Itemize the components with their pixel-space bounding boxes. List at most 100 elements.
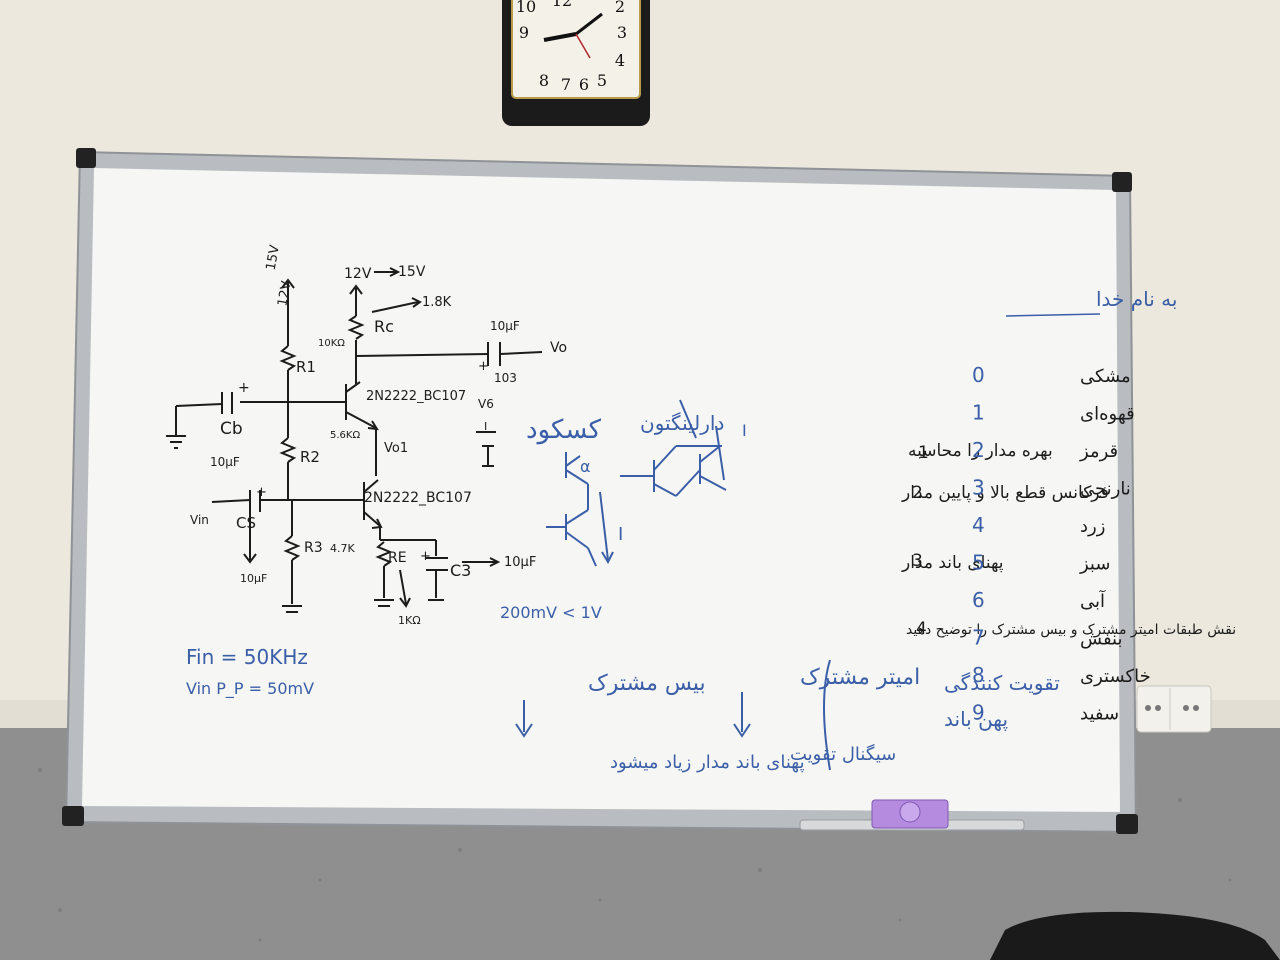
- config-sketches: [546, 399, 727, 567]
- color-code-digit: 4: [972, 513, 985, 537]
- signal-specs: Fin = 50KHz Vin P_P = 50mV: [186, 645, 314, 699]
- color-code-digit: 9: [972, 701, 985, 725]
- label-c3: C3: [450, 561, 471, 580]
- current-i-left: I: [618, 524, 623, 545]
- task-text: پهنای باند مدار: [901, 553, 1004, 573]
- whiteboard-surface: [82, 168, 1120, 812]
- common-emitter-title: امیتر مشترک: [800, 665, 920, 690]
- color-code-name: سبز: [1079, 554, 1110, 575]
- label-supply-top: 15V: [264, 244, 283, 272]
- fin-spec: Fin = 50KHz: [186, 645, 308, 669]
- clock-numeral: 6: [579, 75, 589, 94]
- color-code-name: آبی: [1080, 589, 1106, 612]
- color-code-digit: 2: [972, 438, 985, 462]
- cascode-title: کسکود: [526, 415, 602, 445]
- bag: [990, 911, 1280, 960]
- color-code-digit: 0: [972, 363, 985, 387]
- task-list: 1 بهره مدار را محاسبه 2 فرکانس قطع بالا …: [901, 441, 1236, 639]
- color-code-name: قرمز: [1079, 441, 1118, 462]
- task-number: 3: [912, 551, 923, 571]
- color-code-digit: 7: [972, 626, 985, 650]
- explanation-arrows: [515, 659, 831, 771]
- label-rc-value: 1.8K: [422, 295, 452, 310]
- label-r2: R2: [300, 448, 320, 466]
- color-code-digit: 6: [972, 588, 985, 612]
- wall-outlet: [1136, 685, 1212, 733]
- task-number: 1: [918, 443, 929, 463]
- label-q1-part: 2N2222_BC107: [366, 389, 466, 404]
- color-code-name: نارنجی: [1080, 479, 1131, 500]
- label-rc: Rc: [374, 317, 394, 336]
- config-sketch-labels: کسکود دارلینگتون α I I 200mV < 1V: [500, 411, 747, 622]
- task-text: بهره مدار را محاسبه: [908, 441, 1053, 461]
- clock-minute-hand: [575, 12, 603, 36]
- label-c3-plus: +: [420, 549, 431, 564]
- explanation-notes: بیس مشترک امیتر مشترک پهنای باند مدار زی…: [588, 665, 1060, 773]
- label-supply-rc-arrow: 15V: [398, 264, 426, 280]
- label-r1: R1: [296, 358, 316, 376]
- circuit-labels: 15V 12V 12V 15V Rc 1.8K R1 10KΩ R2 5.6KΩ…: [190, 244, 567, 627]
- label-cb-plus: +: [238, 380, 250, 396]
- label-v6: V6: [478, 397, 494, 411]
- current-i-right: I: [742, 421, 747, 440]
- color-code-digit: 5: [972, 551, 985, 575]
- threshold-note: 200mV < 1V: [500, 603, 602, 622]
- clock-numeral: 12: [552, 0, 572, 10]
- color-code-heading: به نام خدا: [1096, 287, 1177, 311]
- label-supply-rc: 12V: [344, 266, 372, 282]
- color-code-name: مشکی: [1080, 366, 1131, 387]
- eraser[interactable]: [871, 799, 949, 829]
- clock-second-hand: [575, 33, 591, 59]
- clock-numeral: 5: [597, 71, 607, 90]
- color-code-digit: 1: [972, 401, 985, 425]
- clock-numeral: 8: [539, 71, 549, 90]
- task-number: 4: [916, 619, 927, 639]
- label-r3: R3: [304, 540, 323, 556]
- label-vin: Vin: [190, 513, 209, 527]
- heading-underline: [1005, 313, 1101, 317]
- label-supply-r1: 12V: [275, 280, 294, 308]
- alpha-symbol: α: [580, 457, 591, 476]
- frame-corners: [62, 148, 1138, 834]
- task-text: فرکانس قطع بالا و پایین مدار: [901, 483, 1109, 503]
- color-code-name: قهوه‌ای: [1080, 404, 1135, 425]
- task-text: نقش طبقات امیتر مشترک و بیس مشترک را توض…: [906, 622, 1236, 638]
- label-cs-value: 10μF: [240, 572, 267, 585]
- label-r3-value: 4.7K: [330, 542, 355, 555]
- color-code-name: سفید: [1080, 704, 1119, 725]
- darlington-title: دارلینگتون: [640, 411, 724, 435]
- clock-numeral: 9: [519, 23, 529, 42]
- vinpp-spec: Vin P_P = 50mV: [186, 679, 314, 699]
- color-code-name: زرد: [1080, 516, 1105, 537]
- label-cout-plus: +: [478, 359, 489, 374]
- wall-clock: 10 12 2 9 3 8 7 6 5 4: [502, 0, 650, 126]
- label-cs: CS: [236, 514, 256, 532]
- color-code-digit: 3: [972, 476, 985, 500]
- color-code-rows: 0 مشکی 1 قهوه‌ای 2 قرمز 3 نارنجی 4 زرد 5 سبز 6 آبی 7 بن…: [972, 363, 1151, 725]
- label-cs-plus: +: [256, 485, 267, 500]
- color-code-name: خاکستری: [1080, 666, 1151, 687]
- clock-numeral: 2: [615, 0, 625, 16]
- label-cout-value: 10μF: [490, 319, 520, 333]
- label-re-value: 1KΩ: [398, 614, 421, 627]
- color-code-name: بنفش: [1080, 629, 1123, 650]
- color-code-digit: 8: [972, 663, 985, 687]
- label-cb: Cb: [220, 419, 243, 439]
- common-base-title: بیس مشترک: [588, 671, 706, 696]
- label-c3-value: 10μF: [504, 555, 536, 570]
- task-number: 2: [912, 483, 923, 503]
- combined-effect-1: تقویت کنندگی: [944, 671, 1060, 695]
- color-code-table: به نام خدا: [1005, 287, 1177, 317]
- label-cout-code: 103: [494, 371, 517, 385]
- clock-numeral: 10: [516, 0, 536, 16]
- label-i: I: [484, 420, 487, 433]
- clock-numeral: 3: [617, 23, 627, 42]
- common-emitter-effect: سیگنال تقویت: [790, 743, 896, 765]
- label-r1-value: 10KΩ: [318, 338, 345, 349]
- label-vo: Vo: [550, 340, 567, 356]
- amplifier-circuit: [166, 267, 543, 613]
- clock-hour-hand: [543, 32, 577, 42]
- label-q2-part: 2N2222_BC107: [364, 490, 472, 506]
- clock-numeral: 7: [561, 75, 571, 94]
